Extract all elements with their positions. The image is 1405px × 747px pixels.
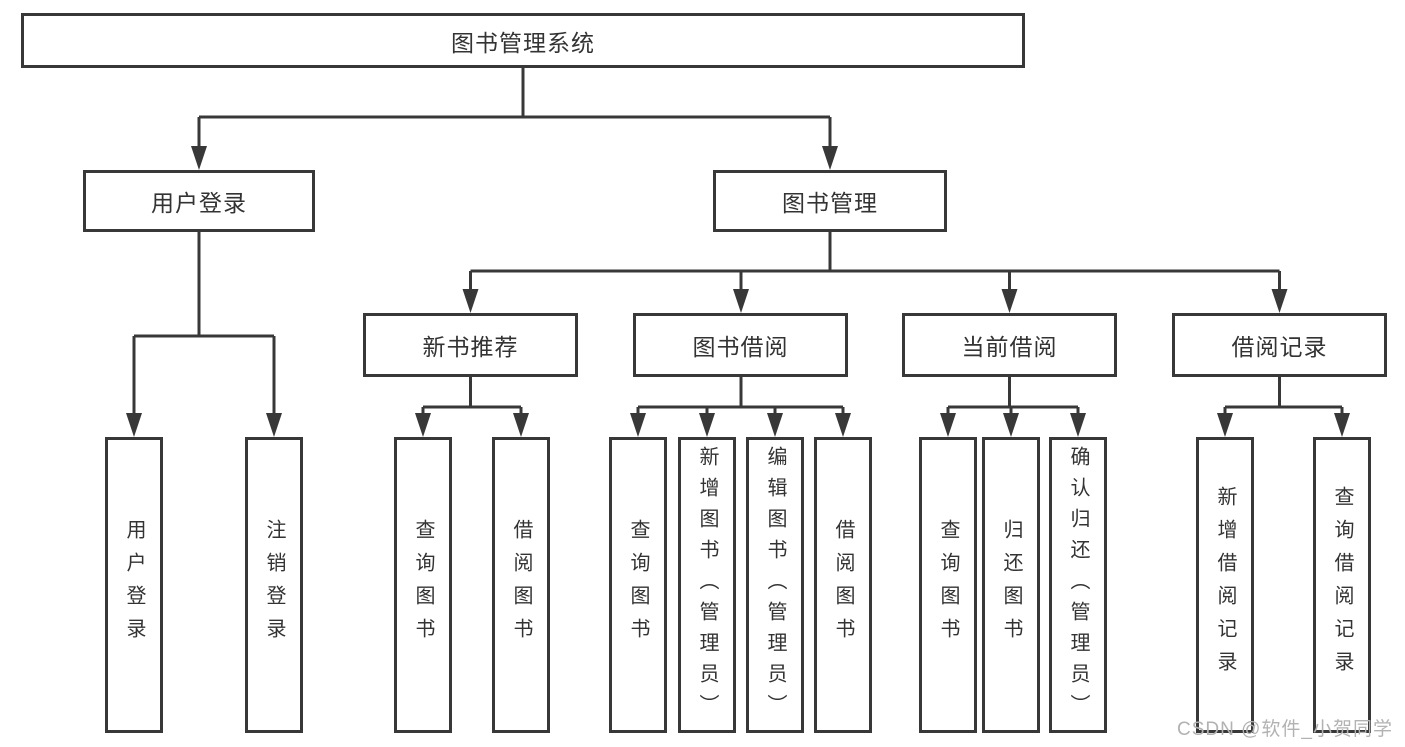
arrowhead [462, 289, 479, 313]
arrowhead [1217, 413, 1233, 437]
arrowhead [699, 413, 715, 437]
node-current-borrow: 当前借阅 [902, 313, 1117, 377]
leaf-cb-query-books-label: 查询图书 [937, 519, 959, 651]
arrowhead [1271, 289, 1288, 313]
leaf-bb-query-books-label: 查询图书 [627, 519, 649, 651]
leaf-bb-edit-books-admin-label: 编辑图书（管理员） [764, 445, 786, 725]
leaf-bb-query-books: 查询图书 [609, 437, 667, 733]
node-book-borrow-label: 图书借阅 [692, 334, 789, 360]
node-root: 图书管理系统 [21, 13, 1025, 68]
leaf-bb-add-books-admin: 新增图书（管理员） [678, 437, 736, 733]
leaf-cb-query-books: 查询图书 [919, 437, 977, 733]
node-book-management-label: 图书管理 [782, 190, 878, 216]
arrowhead [1001, 289, 1018, 313]
node-root-label: 图书管理系统 [451, 29, 595, 56]
arrowhead [126, 413, 142, 437]
edges-root-to-level2 [197, 68, 832, 150]
node-book-borrow: 图书借阅 [633, 313, 848, 377]
arrowhead [767, 413, 783, 437]
leaf-nb-query-books: 查询图书 [394, 437, 452, 733]
node-new-book-recommend: 新书推荐 [363, 313, 578, 377]
node-new-book-recommend-label: 新书推荐 [422, 334, 519, 360]
arrowhead [940, 413, 956, 437]
arrowhead [733, 289, 749, 313]
arrowhead [835, 413, 851, 437]
arrowhead [513, 413, 529, 437]
leaf-cb-confirm-return-admin-label: 确认归还（管理员） [1067, 445, 1089, 725]
node-borrow-records: 借阅记录 [1172, 313, 1387, 377]
leaf-nb-borrow-books: 借阅图书 [492, 437, 550, 733]
arrowhead [630, 413, 646, 437]
arrowhead [822, 146, 838, 170]
edges-new-book-recommend [421, 377, 523, 416]
leaf-logout: 注销登录 [245, 437, 303, 733]
edges-borrow-records [1223, 377, 1344, 416]
leaf-br-query-record: 查询借阅记录 [1313, 437, 1371, 733]
node-user-login-label: 用户登录 [151, 190, 247, 216]
leaf-cb-return-books-label: 归还图书 [1000, 519, 1022, 651]
arrowhead [1070, 413, 1086, 437]
node-book-management: 图书管理 [713, 170, 947, 232]
leaf-bb-borrow-books-label: 借阅图书 [832, 519, 854, 651]
arrowhead [1003, 413, 1019, 437]
leaf-bb-borrow-books: 借阅图书 [814, 437, 872, 733]
edges-user-login [132, 232, 276, 416]
edges-book-management [469, 232, 1281, 292]
node-current-borrow-label: 当前借阅 [961, 334, 1058, 360]
arrowhead [415, 413, 431, 437]
arrowhead [191, 146, 207, 170]
leaf-br-add-record-label: 新增借阅记录 [1214, 486, 1236, 684]
edges-current-borrow [946, 377, 1080, 416]
leaf-user-login: 用户登录 [105, 437, 163, 733]
node-borrow-records-label: 借阅记录 [1231, 334, 1328, 360]
leaf-cb-return-books: 归还图书 [982, 437, 1040, 733]
leaf-user-login-label: 用户登录 [123, 519, 145, 651]
csdn-watermark: CSDN @软件_小贺同学 [1177, 719, 1393, 740]
edges-book-borrow [636, 377, 845, 416]
arrowhead [1334, 413, 1350, 437]
node-user-login: 用户登录 [83, 170, 315, 232]
leaf-br-add-record: 新增借阅记录 [1196, 437, 1254, 733]
leaf-bb-edit-books-admin: 编辑图书（管理员） [746, 437, 804, 733]
leaf-br-query-record-label: 查询借阅记录 [1331, 486, 1353, 684]
leaf-logout-label: 注销登录 [263, 519, 285, 651]
leaf-nb-borrow-books-label: 借阅图书 [510, 519, 532, 651]
leaf-bb-add-books-admin-label: 新增图书（管理员） [696, 445, 718, 725]
arrowhead [266, 413, 282, 437]
leaf-cb-confirm-return-admin: 确认归还（管理员） [1049, 437, 1107, 733]
leaf-nb-query-books-label: 查询图书 [412, 519, 434, 651]
